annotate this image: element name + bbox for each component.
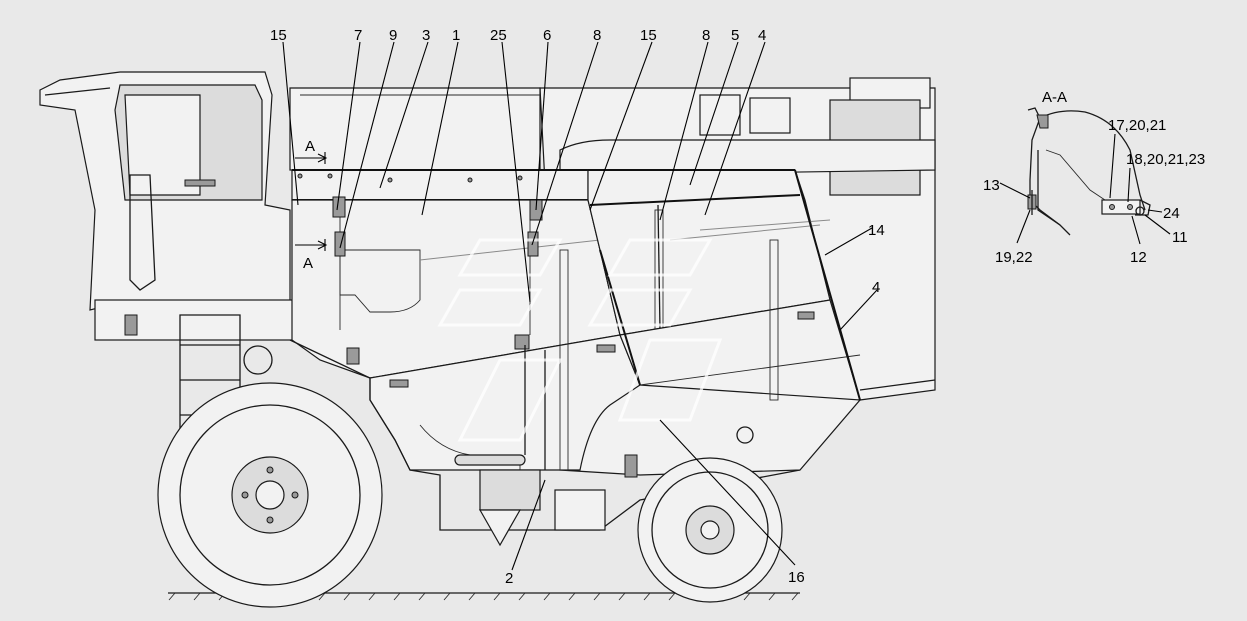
callout-11: 11 (1172, 229, 1188, 246)
callout-9: 9 (389, 27, 397, 44)
operator-cab (39, 71, 296, 341)
callout-15-rear: 15 (640, 27, 657, 44)
callout-1: 1 (452, 27, 460, 44)
section-view-title: A-A (1042, 89, 1067, 106)
callout-25: 25 (490, 27, 507, 44)
callout-4-lower: 4 (872, 279, 880, 296)
callout-leaders (282, 41, 878, 571)
upper-panel-strip (291, 169, 589, 201)
callout-14: 14 (868, 222, 885, 239)
callout-15: 15 (270, 27, 287, 44)
callout-8-rear: 8 (702, 27, 710, 44)
section-view-callouts: 17,20,21 18,20,21,23 13 24 11 19,22 12 (983, 117, 1205, 266)
undercarriage (289, 239, 801, 547)
callout-labels: 15 7 9 3 1 25 6 8 15 8 5 4 14 4 2 16 (270, 27, 885, 587)
callout-7: 7 (354, 27, 362, 44)
callout-8: 8 (593, 27, 601, 44)
rear-lower-panel (599, 169, 861, 401)
upper-housing (289, 87, 541, 171)
callout-17-20-21: 17,20,21 (1108, 117, 1166, 134)
section-mark-upper: A (305, 138, 315, 155)
callout-12: 12 (1130, 249, 1147, 266)
callout-13: 13 (983, 177, 1000, 194)
callout-16: 16 (788, 569, 805, 586)
callout-19-22: 19,22 (995, 249, 1033, 266)
callout-6: 6 (543, 27, 551, 44)
section-cut-marks: A A (295, 138, 328, 272)
section-mark-lower: A (303, 255, 313, 272)
section-view-aa: A-A (999, 89, 1171, 245)
callout-24: 24 (1163, 205, 1180, 222)
callout-18-20-21-23: 18,20,21,23 (1126, 151, 1205, 168)
callout-3: 3 (422, 27, 430, 44)
callout-2: 2 (505, 570, 513, 587)
callout-4: 4 (758, 27, 766, 44)
callout-5: 5 (731, 27, 739, 44)
rear-wheel (637, 457, 783, 603)
front-wheel (157, 345, 383, 608)
